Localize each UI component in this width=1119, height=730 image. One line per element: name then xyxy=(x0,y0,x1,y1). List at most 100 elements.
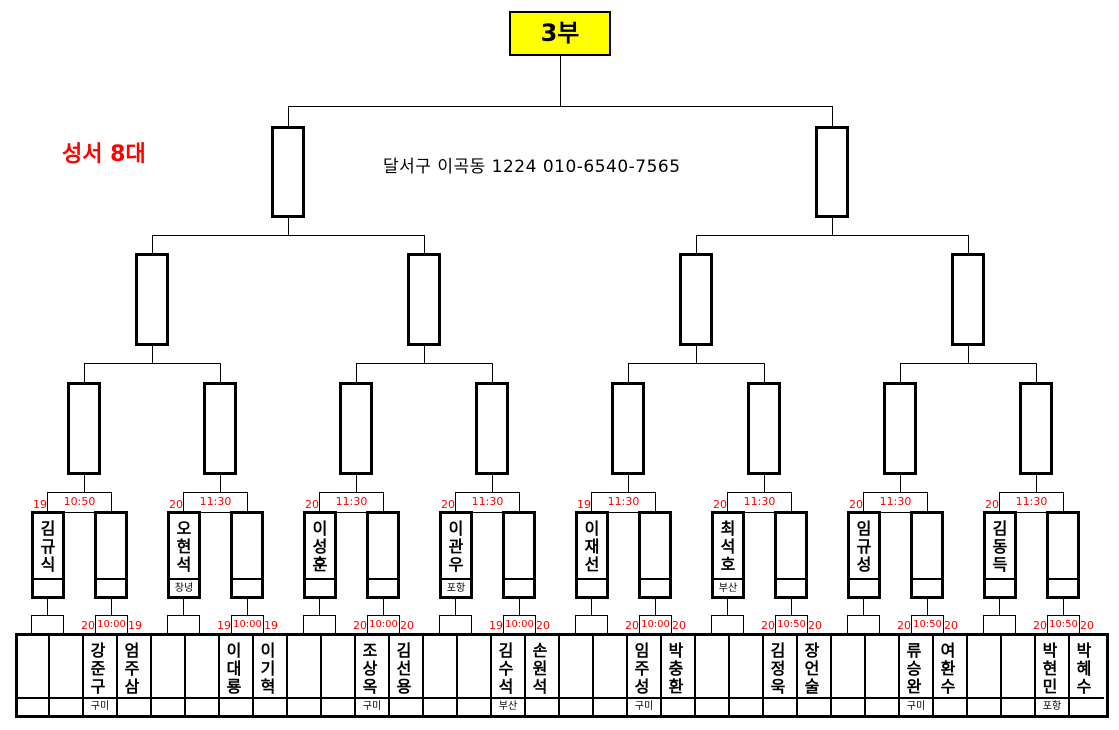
bottom-cell xyxy=(186,636,220,715)
player-region xyxy=(850,578,878,598)
round-of-32-winner-box xyxy=(638,511,672,599)
connector-line xyxy=(318,599,320,615)
right-seed-number: 20 xyxy=(944,619,958,632)
left-seed-number: 20 xyxy=(625,619,639,632)
connector-line xyxy=(83,363,85,382)
connector-line xyxy=(831,218,833,235)
player-name: 이대룡 xyxy=(223,642,242,696)
right-seed-number: 19 xyxy=(264,619,278,632)
seeded-player-box: 임규성 xyxy=(847,511,881,599)
player-region xyxy=(118,697,150,717)
round-of-32-winner-box xyxy=(774,511,808,599)
connector-line xyxy=(356,362,492,364)
seed-number: 20 xyxy=(849,498,863,511)
player-name: 김정욱 xyxy=(767,642,786,696)
player-region: 포항 xyxy=(1036,697,1068,717)
seeded-player-box: 이성훈 xyxy=(303,511,337,599)
match-time: 10:00 xyxy=(639,615,672,634)
region-slot xyxy=(233,578,261,598)
player-region xyxy=(594,697,626,717)
connector-line xyxy=(590,599,592,615)
match-time: 11:30 xyxy=(591,492,656,513)
bottom-cell: 이대룡 xyxy=(220,636,254,715)
connector-line xyxy=(696,234,968,236)
left-seed-number: 20 xyxy=(353,619,367,632)
connector-line xyxy=(926,599,928,615)
connector-line xyxy=(151,235,153,253)
connector-line xyxy=(627,475,629,492)
connector-line xyxy=(219,363,221,382)
player-region xyxy=(288,697,320,717)
player-region xyxy=(16,697,48,717)
left-seed-number: 20 xyxy=(761,619,775,632)
bottom-cell xyxy=(1002,636,1036,715)
connector-line xyxy=(899,475,901,492)
player-region xyxy=(1070,697,1104,717)
player-region xyxy=(458,697,490,717)
player-region: 부산 xyxy=(714,578,742,598)
connector-line xyxy=(287,106,289,126)
quarterfinal-slot xyxy=(951,253,985,346)
player-region xyxy=(220,697,252,717)
bottom-cell xyxy=(458,636,492,715)
player-region xyxy=(986,578,1014,598)
match-time: 10:50 xyxy=(47,492,112,513)
match-time: 11:30 xyxy=(999,492,1064,513)
round-of-16-winner-slot xyxy=(883,382,917,475)
player-name: 이재선 xyxy=(581,520,600,574)
match-time: 10:00 xyxy=(367,615,400,634)
match-time: 10:00 xyxy=(95,615,128,634)
player-region xyxy=(526,697,558,717)
bottom-cell: 장언술 xyxy=(798,636,832,715)
connector-line xyxy=(1035,363,1037,382)
round-of-16-winner-slot xyxy=(611,382,645,475)
round-of-16-winner-slot xyxy=(1019,382,1053,475)
bottom-cell xyxy=(152,636,186,715)
player-region xyxy=(390,697,422,717)
player-name: 박현민 xyxy=(1039,642,1058,696)
player-region xyxy=(662,697,694,717)
connector-line xyxy=(790,599,792,615)
bottom-cell xyxy=(594,636,628,715)
match-time: 10:00 xyxy=(231,615,264,634)
region-slot xyxy=(97,578,125,598)
connector-line xyxy=(831,106,833,126)
bye-box xyxy=(167,615,200,634)
round-of-32-winner-box xyxy=(1046,511,1080,599)
player-name: 김규식 xyxy=(37,520,56,574)
player-region: 포항 xyxy=(442,578,470,598)
seed-number: 19 xyxy=(33,498,47,511)
connector-line xyxy=(423,235,425,253)
player-region xyxy=(560,697,592,717)
connector-line xyxy=(151,346,153,363)
right-seed-number: 20 xyxy=(1080,619,1094,632)
round-of-16-winner-slot xyxy=(747,382,781,475)
connector-line xyxy=(110,599,112,615)
address-contact: 달서구 이곡동 1224 010-6540-7565 xyxy=(383,157,681,177)
left-seed-number: 19 xyxy=(489,619,503,632)
connector-line xyxy=(355,475,357,492)
player-region xyxy=(764,697,796,717)
connector-line xyxy=(763,475,765,492)
match-time: 10:50 xyxy=(911,615,944,634)
match-time: 11:30 xyxy=(183,492,248,513)
bye-box xyxy=(303,615,336,634)
connector-line xyxy=(46,599,48,615)
bottom-cell: 김정욱 xyxy=(764,636,798,715)
connector-line xyxy=(627,363,629,382)
bye-box xyxy=(983,615,1016,634)
round-of-16-winner-slot xyxy=(67,382,101,475)
player-region xyxy=(186,697,218,717)
player-region xyxy=(798,697,830,717)
connector-line xyxy=(1062,599,1064,615)
player-name: 강준구 xyxy=(87,642,106,696)
match-time: 10:00 xyxy=(503,615,536,634)
region-slot xyxy=(1049,578,1077,598)
match-time: 10:50 xyxy=(1047,615,1080,634)
bottom-cell: 엄주삼 xyxy=(118,636,152,715)
